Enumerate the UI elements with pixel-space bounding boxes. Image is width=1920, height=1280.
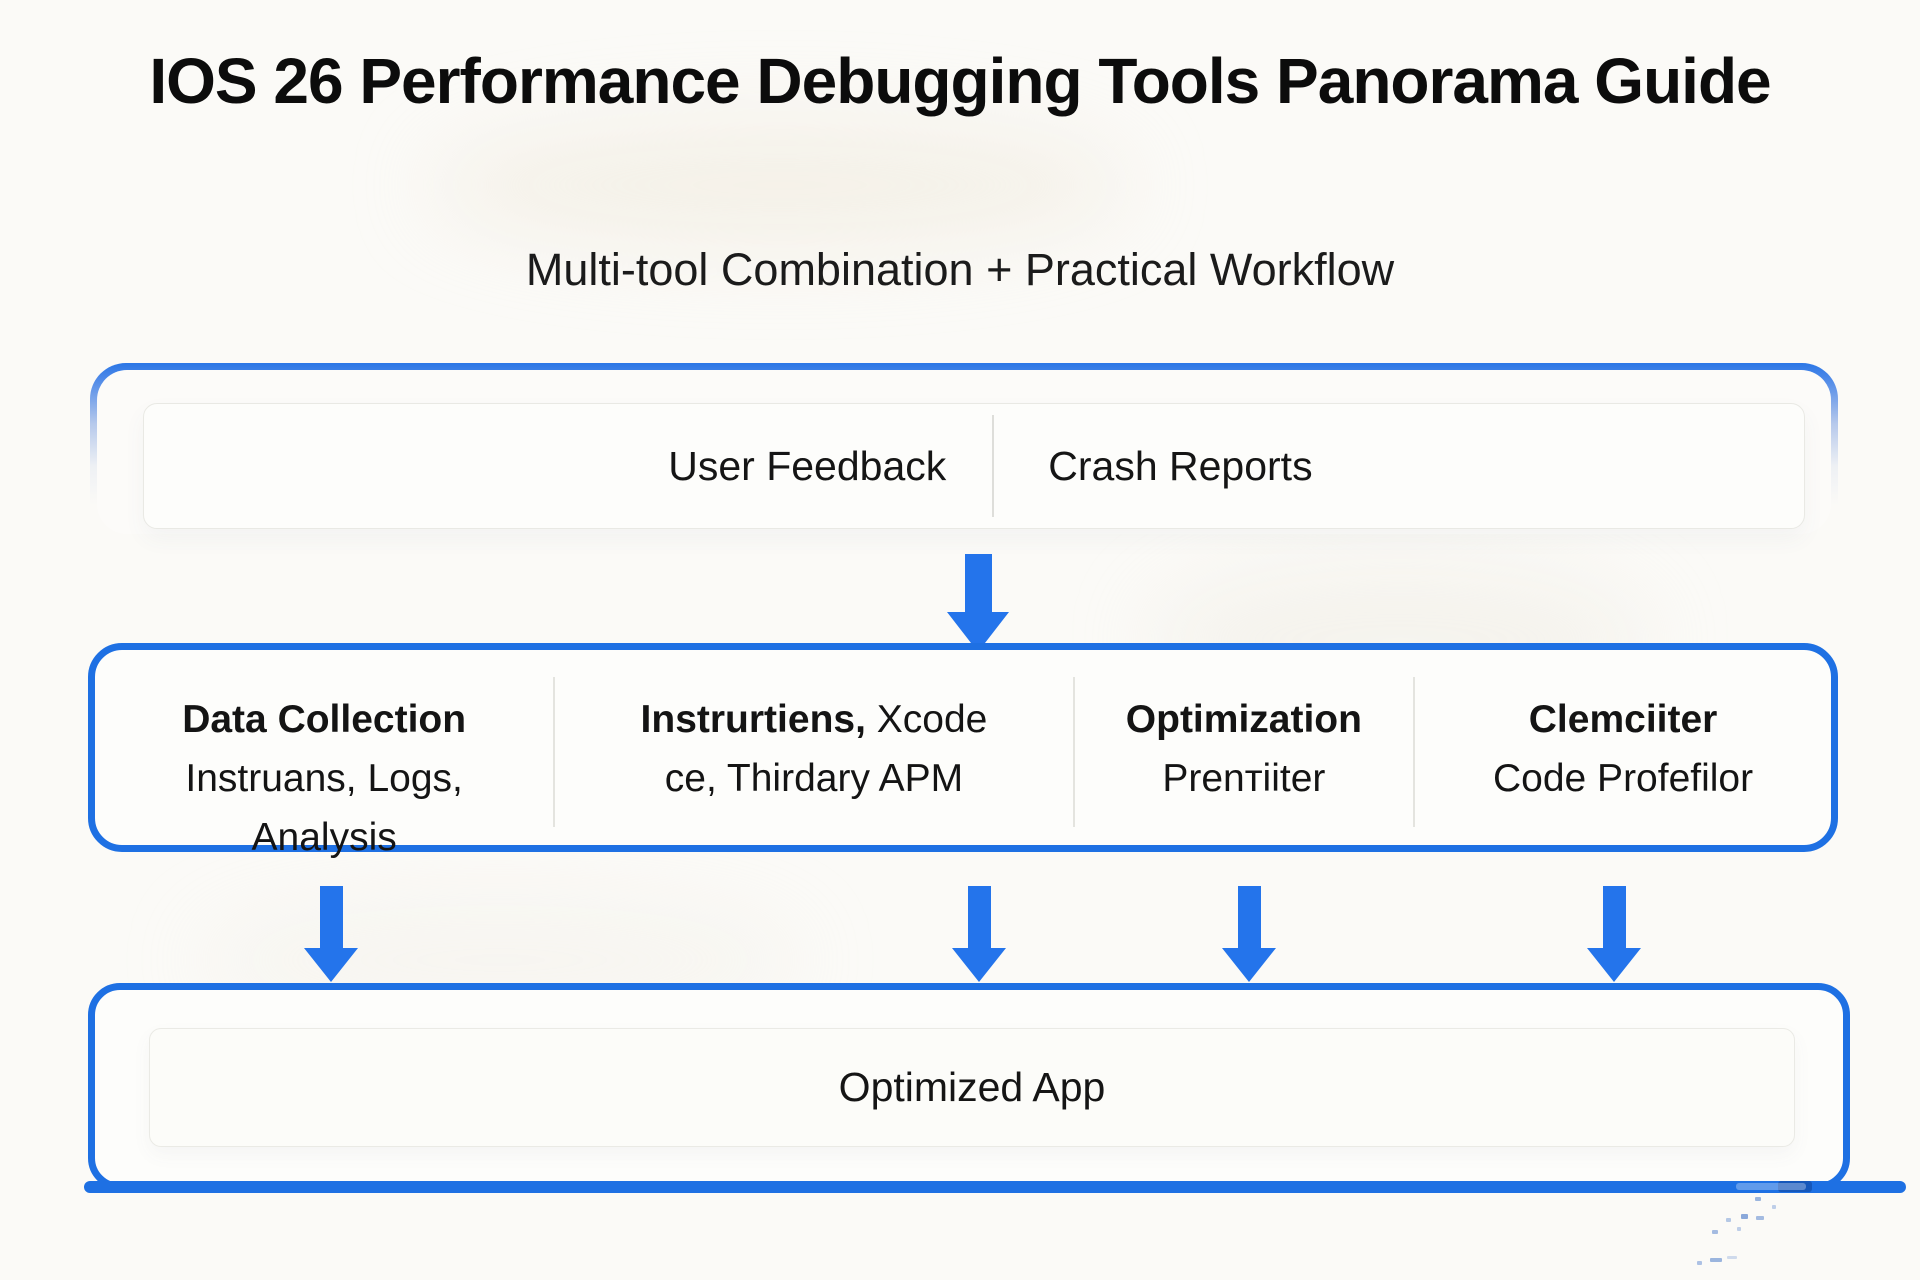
output-label: Optimized App (838, 1064, 1106, 1110)
tool-header-bold: Clemciiter (1528, 698, 1718, 741)
tool-column-line: Instruans, Logs, (185, 757, 463, 800)
arrow-shaft (1237, 886, 1261, 948)
arrow-shaft (1602, 886, 1626, 948)
output-card: Optimized App (149, 1028, 1795, 1147)
input-stage-panel-inner: User Feedback Crash Reports (97, 370, 1831, 534)
tool-header-rest: Xcode (865, 698, 988, 741)
tool-column-line: Prenтiiter (1162, 757, 1326, 800)
arrow-head (1587, 948, 1641, 982)
arrow-head (1222, 948, 1276, 982)
input-item-crash-reports: Crash Reports (994, 404, 1804, 528)
column-divider (1413, 677, 1416, 827)
arrow-head (952, 948, 1006, 982)
tool-column-optimization: Optimization Prenтiiter (1075, 650, 1414, 808)
arrow-head (304, 948, 358, 982)
column-divider (1072, 677, 1075, 827)
tool-column-profiler: Clemciiter Code Profefilor (1415, 650, 1831, 808)
bottom-accent-bar (84, 1181, 1906, 1193)
input-stage-card: User Feedback Crash Reports (143, 403, 1805, 529)
tool-header-bold: Instrurtiens, (640, 698, 866, 741)
vertical-divider (992, 415, 995, 517)
down-arrow-icon (1587, 886, 1641, 982)
tool-column-data-collection: Data Collection Instruans, Logs, Analysi… (95, 650, 553, 867)
down-arrow-icon (952, 886, 1006, 982)
tool-column-header: Instrurtiens, Xcode (555, 690, 1072, 749)
bar-watermark-patch (1778, 1181, 1812, 1192)
tool-column-line: Code Profefilor (1492, 757, 1754, 800)
tool-header-bold: Data Collection (182, 698, 467, 741)
page-title: IOS 26 Performance Debugging Tools Panor… (149, 45, 1771, 117)
tool-column-header: Data Collection (95, 690, 553, 749)
tool-column-instruments: Instrurtiens, Xcode ce, Thirdary APM (555, 650, 1072, 808)
down-arrow-icon (1222, 886, 1276, 982)
arrow-shaft (964, 554, 992, 612)
tool-column-line: ce, Thirdary APM (664, 757, 964, 800)
input-stage-panel: User Feedback Crash Reports (90, 363, 1838, 541)
bar-watermark-patch (1736, 1183, 1806, 1190)
down-arrow-icon (304, 886, 358, 982)
down-arrow-icon (947, 554, 1009, 652)
column-divider (553, 677, 556, 827)
tool-column-line: Analysis (251, 816, 397, 859)
page-subtitle: Multi-tool Combination + Practical Workf… (525, 244, 1395, 295)
arrow-shaft (967, 886, 991, 948)
crash-reports-label: Crash Reports (1048, 442, 1313, 489)
tool-column-header: Optimization (1075, 690, 1414, 749)
output-stage-panel: Optimized App (88, 983, 1850, 1190)
tool-column-header: Clemciiter (1415, 690, 1831, 749)
input-item-user-feedback: User Feedback (144, 404, 992, 528)
tool-header-bold: Optimization (1125, 698, 1362, 741)
user-feedback-label: User Feedback (668, 442, 947, 489)
tools-stage-panel: Data Collection Instruans, Logs, Analysi… (88, 643, 1838, 859)
background-blotch (430, 120, 1130, 250)
arrow-shaft (319, 886, 343, 948)
